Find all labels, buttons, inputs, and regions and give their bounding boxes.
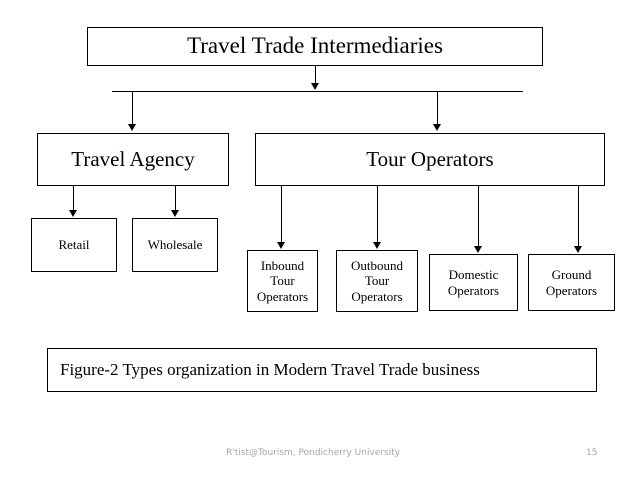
connector-to-retail <box>73 186 74 211</box>
node-tour-operators: Tour Operators <box>255 133 605 186</box>
connector-title-trunk <box>315 66 316 84</box>
connector-to-ground-operators <box>578 186 579 247</box>
connector-to-tour-operators <box>437 91 438 125</box>
footer-credit: R'tist@Tourism, Pondicherry University <box>226 448 401 458</box>
node-label: Travel Trade Intermediaries <box>187 33 443 59</box>
arrowhead-to-outbound-tour-operators <box>373 242 381 249</box>
node-label: Outbound Tour Operators <box>351 258 403 304</box>
arrowhead-to-inbound-tour-operators <box>277 242 285 249</box>
node-wholesale: Wholesale <box>132 218 218 272</box>
connector-to-travel-agency <box>132 91 133 125</box>
node-retail: Retail <box>31 218 117 272</box>
node-label: Tour Operators <box>366 147 494 172</box>
node-inbound-tour-operators: Inbound Tour Operators <box>247 250 318 312</box>
arrowhead-to-retail <box>69 210 77 217</box>
arrowhead-to-ground-operators <box>574 246 582 253</box>
node-label: Travel Agency <box>71 147 195 172</box>
arrowhead-to-domestic-operators <box>474 246 482 253</box>
connector-level2-bus <box>112 91 523 92</box>
figure-caption-box: Figure-2 Types organization in Modern Tr… <box>47 348 597 392</box>
footer-page-number: 15 <box>586 448 598 458</box>
connector-to-outbound-tour-operators <box>377 186 378 243</box>
node-label: Wholesale <box>147 237 203 253</box>
node-travel-agency: Travel Agency <box>37 133 229 186</box>
node-domestic-operators: Domestic Operators <box>429 254 518 311</box>
arrowhead-to-tour-operators <box>433 124 441 131</box>
node-outbound-tour-operators: Outbound Tour Operators <box>336 250 418 312</box>
node-ground-operators: Ground Operators <box>528 254 615 311</box>
node-label: Inbound Tour Operators <box>256 258 309 304</box>
connector-to-domestic-operators <box>478 186 479 247</box>
arrowhead-title-trunk <box>311 83 319 90</box>
connector-to-wholesale <box>175 186 176 211</box>
slide-footer: R'tist@Tourism, Pondicherry University 1… <box>0 448 638 466</box>
node-label: Retail <box>58 237 90 253</box>
figure-caption-text: Figure-2 Types organization in Modern Tr… <box>60 360 480 380</box>
node-label: Ground Operators <box>545 267 598 298</box>
node-label: Domestic Operators <box>447 267 500 298</box>
connector-to-inbound-tour-operators <box>281 186 282 243</box>
arrowhead-to-wholesale <box>171 210 179 217</box>
arrowhead-to-travel-agency <box>128 124 136 131</box>
node-travel-trade-intermediaries: Travel Trade Intermediaries <box>87 27 543 66</box>
